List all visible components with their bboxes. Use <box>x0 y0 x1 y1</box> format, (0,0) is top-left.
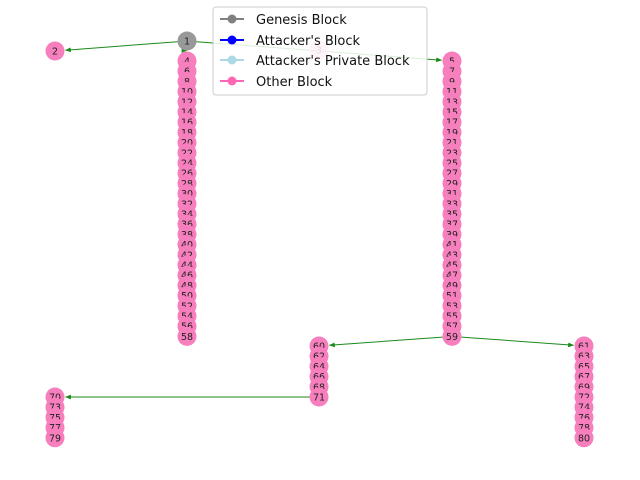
block-circle <box>574 428 594 448</box>
legend-label-attacker-private: Attacker's Private Block <box>256 54 410 69</box>
block-node-58: 58 <box>177 326 197 346</box>
block-label: 71 <box>313 393 325 404</box>
legend-item-genesis: Genesis Block <box>220 13 347 28</box>
block-node-1: 1 <box>177 31 197 51</box>
block-circle <box>309 387 329 407</box>
edge-1-2 <box>64 41 178 53</box>
block-label: 58 <box>181 332 193 343</box>
nodes-layer: 1234681012141618202224262830323436384042… <box>45 31 594 448</box>
legend-item-other: Other Block <box>220 75 333 90</box>
block-node-2: 2 <box>45 41 65 61</box>
edge-59-60 <box>328 336 443 348</box>
legend-label-other: Other Block <box>256 75 333 90</box>
edge-59-61 <box>461 336 575 348</box>
block-node-80: 80 <box>574 428 594 448</box>
block-circle <box>442 326 462 346</box>
block-label: 2 <box>52 47 58 58</box>
legend-item-attacker-private: Attacker's Private Block <box>220 54 410 69</box>
block-circle <box>45 41 65 61</box>
block-label: 80 <box>578 433 590 444</box>
block-circle <box>177 31 197 51</box>
legend-item-attacker: Attacker's Block <box>220 34 360 49</box>
block-circle <box>45 428 65 448</box>
legend-label-genesis: Genesis Block <box>256 13 347 28</box>
block-label: 59 <box>446 332 458 343</box>
block-node-71: 71 <box>309 387 329 407</box>
block-label: 1 <box>184 37 190 48</box>
block-circle <box>177 326 197 346</box>
legend: Genesis Block Attacker's Block Attacker'… <box>212 6 428 96</box>
block-label: 79 <box>49 433 61 444</box>
block-node-79: 79 <box>45 428 65 448</box>
legend-label-attacker: Attacker's Block <box>256 34 360 49</box>
block-node-59: 59 <box>442 326 462 346</box>
